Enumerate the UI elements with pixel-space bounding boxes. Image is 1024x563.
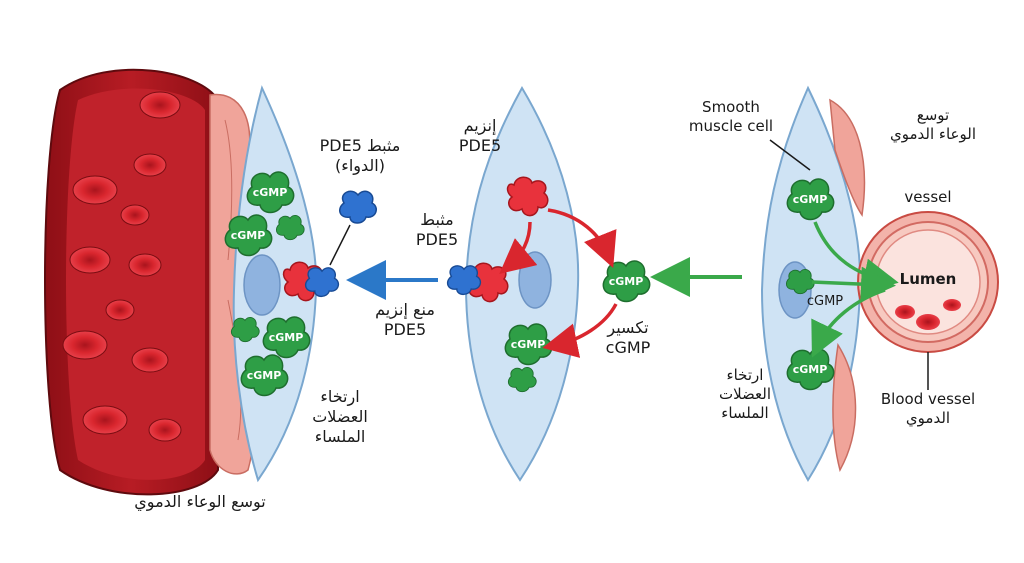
red-blood-cell xyxy=(148,418,182,442)
smooth-muscle-cell-middle xyxy=(464,85,580,482)
red-blood-cell xyxy=(72,175,118,205)
pointer-line xyxy=(769,139,811,171)
cgmp-tag: cGMP xyxy=(231,229,266,242)
cgmp-tag: cGMP xyxy=(793,363,828,376)
cgmp-tag: cGMP xyxy=(793,193,828,206)
smooth-muscle-layer-right xyxy=(829,98,866,473)
left-relax-label: ارتخاء العضلات الملساء xyxy=(312,387,368,446)
middle-inhibitor-label: مثبط PDE5 xyxy=(415,210,459,249)
cell-nucleus xyxy=(518,251,552,309)
red-blood-cell xyxy=(82,405,128,435)
vessel-label: vessel xyxy=(904,188,952,206)
cgmp-flow-arrow xyxy=(811,266,896,302)
right-dilation-label: توسع الوعاء الدموي xyxy=(890,106,976,143)
cgmp-tag: cGMP xyxy=(269,331,304,344)
pointer-line xyxy=(329,224,351,266)
red-blood-cell xyxy=(895,305,915,319)
left-block-label: منع إنزيم PDE5 xyxy=(375,300,435,339)
cell-nucleus xyxy=(243,254,281,316)
cgmp-flow-arrow xyxy=(811,288,886,358)
lumen-label: Lumen xyxy=(899,270,957,288)
cgmp-tag: cGMP xyxy=(807,294,843,309)
red-blood-cell xyxy=(139,91,181,119)
breakdown-arrow xyxy=(547,208,617,268)
red-blood-cell xyxy=(916,314,940,330)
breakdown-arrow xyxy=(542,303,618,358)
right-relax-label: ارتخاء العضلات الملساء xyxy=(718,366,772,422)
cgmp-tag: cGMP xyxy=(511,338,546,351)
red-blood-cell xyxy=(120,204,150,226)
dilated-blood-vessel xyxy=(44,68,219,496)
red-blood-cell xyxy=(62,330,108,360)
cgmp-tag: cGMP xyxy=(609,275,644,288)
left-dilation-label: توسع الوعاء الدموي xyxy=(134,492,266,511)
red-blood-cell xyxy=(69,246,111,274)
red-blood-cell xyxy=(943,299,961,311)
red-blood-cell xyxy=(133,153,167,177)
left-inhibitor-label: مثبط PDE5 (الدواء) xyxy=(319,136,401,175)
smooth-muscle-cell-label: Smooth muscle cell xyxy=(688,98,774,135)
middle-breakdown-label: تكسير cGMP xyxy=(605,318,651,357)
red-blood-cell xyxy=(105,299,135,321)
cgmp-tag: cGMP xyxy=(253,186,288,199)
middle-enzyme-label: إنزيم PDE5 xyxy=(458,116,502,155)
blood-vessel-label: Blood vessel الدموي xyxy=(880,390,976,427)
cgmp-tag: cGMP xyxy=(247,369,282,382)
red-blood-cell xyxy=(128,253,162,277)
red-blood-cell xyxy=(131,347,169,373)
breakdown-arrow xyxy=(499,221,538,274)
inhibitor-drug xyxy=(338,190,378,224)
